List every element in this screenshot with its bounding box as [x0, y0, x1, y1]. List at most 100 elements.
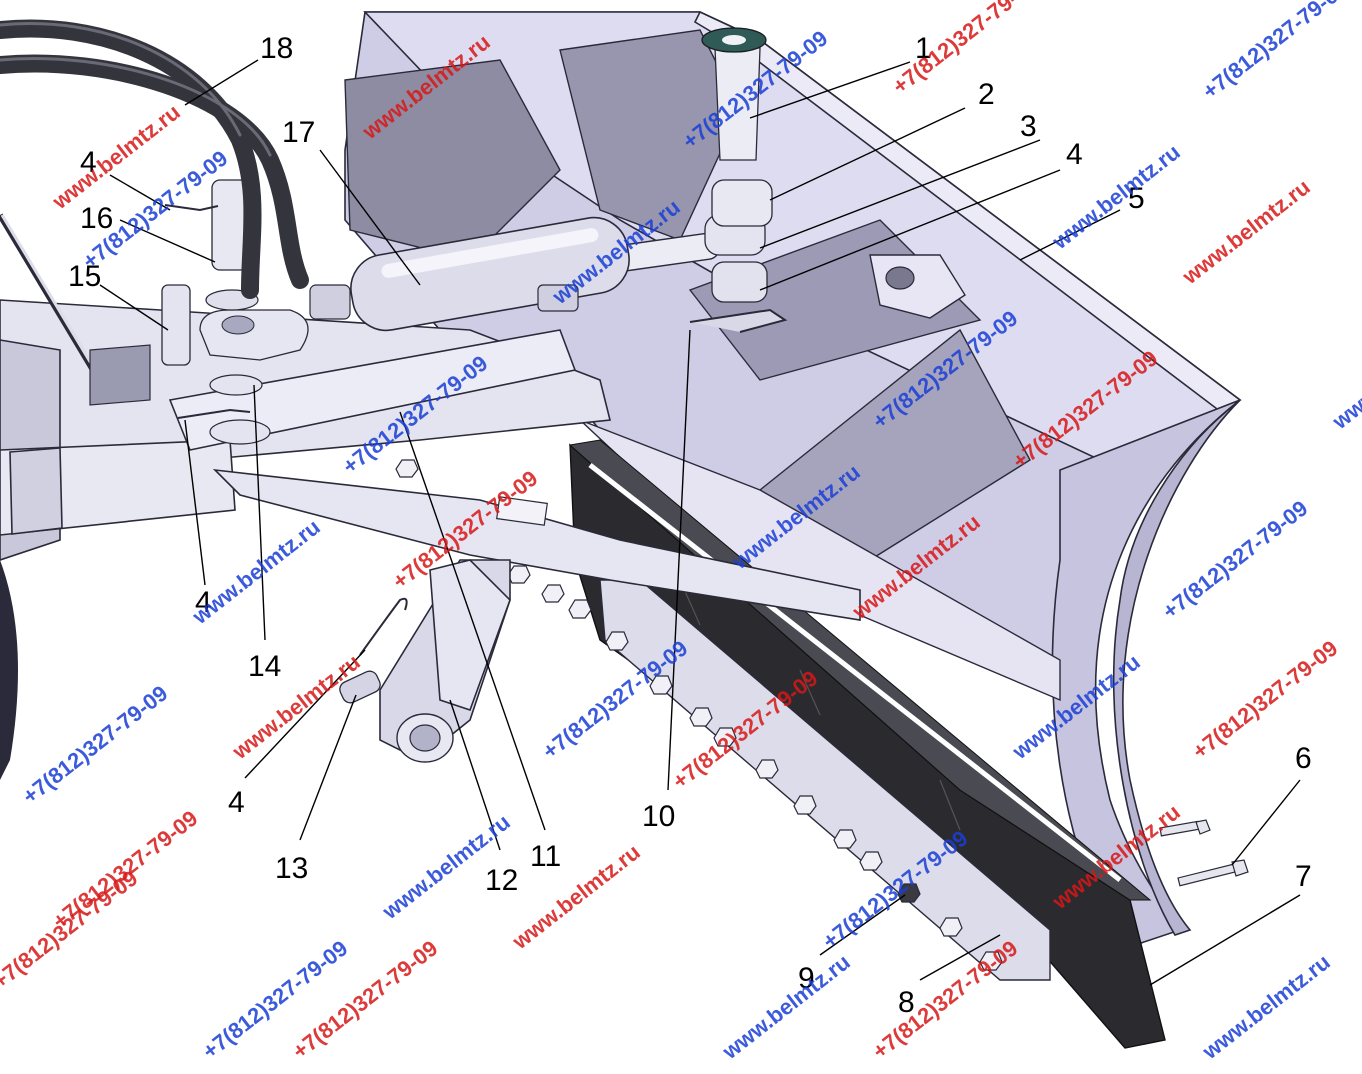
- nut: [649, 675, 673, 695]
- leader-11: [399, 411, 546, 831]
- rubber-joint-2: [799, 669, 821, 716]
- watermark-phone: +7(812)327-79-09: [868, 935, 1023, 1064]
- leader-1: [749, 61, 911, 119]
- leader-13: [299, 694, 357, 841]
- pin-1-head-hole: [722, 35, 746, 45]
- callout-8: 8: [898, 986, 915, 1019]
- bolt: [1177, 863, 1237, 887]
- linch-pin-left-top: [164, 204, 219, 212]
- rubber-joint-3: [939, 779, 961, 831]
- edge-gap: [588, 463, 1122, 882]
- push-arm-upper: [168, 329, 577, 451]
- watermark-site: www.belmtz.ru: [1327, 319, 1362, 434]
- callout-1: 1: [915, 32, 932, 65]
- watermark-site: www.belmtz.ru: [1177, 174, 1315, 289]
- callout-4-top-right: 4: [1066, 138, 1083, 171]
- blade: [344, 10, 1242, 951]
- cylinder-highlight: [381, 228, 599, 278]
- leader-15: [99, 284, 169, 331]
- hose-1-hl: [0, 22, 242, 137]
- bolt-head: [1195, 819, 1211, 835]
- callout-5: 5: [1128, 182, 1145, 215]
- slot-plate: [496, 496, 548, 526]
- nut: [395, 459, 419, 478]
- pin-13: [339, 670, 381, 704]
- nut: [541, 584, 565, 603]
- washer-14-b: [209, 419, 271, 445]
- callout-6: 6: [1295, 742, 1312, 775]
- nut: [713, 727, 737, 747]
- leader-9: [819, 894, 906, 956]
- blade-end-plate: [1112, 399, 1241, 936]
- beam-rib: [89, 344, 151, 406]
- callout-16: 16: [80, 202, 113, 235]
- blade-inner-panel-left: [344, 59, 561, 261]
- leader-6: [1231, 779, 1301, 866]
- callout-12: 12: [485, 864, 518, 897]
- watermark-phone: +7(812)327-79-09: [1158, 495, 1313, 624]
- callout-9: 9: [798, 962, 815, 995]
- callout-4-bottom-left: 4: [228, 786, 245, 819]
- callout-15: 15: [68, 260, 101, 293]
- lug-hole: [885, 266, 915, 290]
- callout-7: 7: [1295, 860, 1312, 893]
- square-tube-end: [9, 447, 63, 535]
- watermark-phone: +7(812)327-79-09: [1188, 635, 1343, 764]
- leader-5: [1019, 209, 1121, 261]
- nut: [833, 829, 857, 849]
- pin-15: [161, 284, 191, 366]
- leader-4-middle-left: [184, 419, 206, 586]
- pivot-hole: [409, 724, 441, 752]
- watermark-phone: +7(812)327-79-09: [1198, 0, 1353, 104]
- callout-4-middle-left: 4: [195, 586, 212, 619]
- wheel-edge: [0, 560, 18, 780]
- fitting: [537, 284, 579, 312]
- leader-8: [919, 934, 1001, 981]
- leader-12: [449, 699, 501, 851]
- watermark-phone: +7(812)327-79-09: [0, 865, 142, 994]
- nut: [689, 707, 713, 727]
- hose-2: [0, 54, 309, 289]
- nut: [755, 759, 779, 779]
- callout-numbers: 1 2 3 4 5 6 7 8 9 10 11 12 13 14 15 16 1…: [68, 32, 1312, 1019]
- watermark-phone: +7(812)327-79-09: [888, 0, 1043, 99]
- callout-4-top-left: 4: [80, 146, 97, 179]
- leader-3: [759, 139, 1041, 249]
- leader-16: [119, 219, 216, 263]
- base-bracket: [199, 309, 309, 361]
- watermark-phone: +7(812)327-79-09: [538, 635, 693, 764]
- nut-row: [395, 459, 1003, 971]
- washer-14-a: [209, 374, 263, 396]
- watermark-site: www.belmtz.ru: [1197, 949, 1335, 1064]
- blade-inner-panel-middle: [559, 29, 741, 241]
- watermark-phone: +7(812)327-79-09: [198, 935, 353, 1064]
- watermark-site: www.belmtz.ru: [507, 839, 645, 954]
- leader-7: [1149, 894, 1301, 986]
- watermark-site: www.belmtz.ru: [187, 514, 325, 629]
- nut: [939, 917, 963, 937]
- nut: [568, 599, 592, 619]
- bolt-head: [1231, 859, 1249, 877]
- nut: [507, 565, 531, 584]
- callout-3: 3: [1020, 110, 1037, 143]
- linch-pin-4: [359, 597, 408, 656]
- fitting: [309, 284, 351, 320]
- tie-rod: [0, 213, 108, 392]
- leader-14: [253, 384, 266, 641]
- nut: [859, 851, 883, 871]
- nut: [605, 631, 629, 651]
- leader-4-bottom-left: [244, 649, 366, 779]
- hydraulic-cylinder: [161, 27, 788, 445]
- leader-2: [769, 107, 966, 201]
- hose-2-hl: [0, 56, 272, 157]
- frame: [0, 213, 861, 780]
- leader-18: [184, 59, 259, 106]
- leader-17: [319, 149, 421, 286]
- linch-pin-right: [689, 308, 788, 333]
- watermark-site: www.belmtz.ru: [717, 949, 855, 1064]
- base-bracket-hole: [221, 315, 255, 335]
- hydraulic-hoses: [0, 19, 309, 299]
- vertical-bracket-face: [429, 559, 511, 712]
- bushing-2: [711, 179, 773, 227]
- callout-18: 18: [260, 32, 293, 65]
